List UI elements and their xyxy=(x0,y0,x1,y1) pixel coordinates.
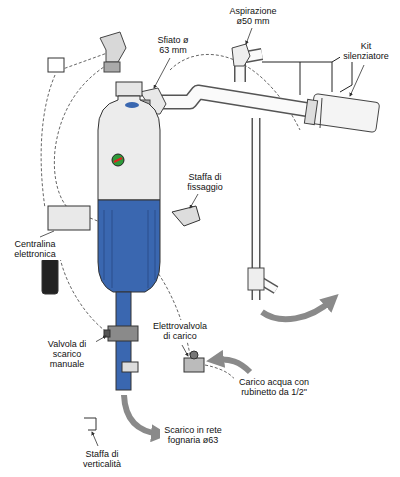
part-label: Aspirazione ø50 mm xyxy=(222,5,284,27)
part-label: Elettrovalvola di carico xyxy=(148,320,212,342)
part-label: Centralina elettronica xyxy=(4,238,66,260)
flow-arrows xyxy=(124,300,332,434)
tee-fitting xyxy=(248,268,264,290)
part-label: Valvola di scarico manuale xyxy=(38,338,96,370)
leader-lines xyxy=(40,28,364,446)
part-label: Sfiato ø 63 mm xyxy=(150,34,196,56)
wall-outline xyxy=(262,50,352,95)
part-label: Staffa di fissaggio xyxy=(178,171,232,193)
part-label: Staffa di verticalità xyxy=(74,448,130,470)
tank xyxy=(98,82,160,390)
pipe-run xyxy=(160,54,322,300)
silencer-kit xyxy=(304,94,379,133)
part-label: Carico acqua con rubinetto da 1/2" xyxy=(234,376,314,398)
part-label: Kit silenziatore xyxy=(340,40,392,62)
part-label: Scarico in rete fognaria ø63 xyxy=(160,424,226,446)
parts xyxy=(42,58,204,430)
